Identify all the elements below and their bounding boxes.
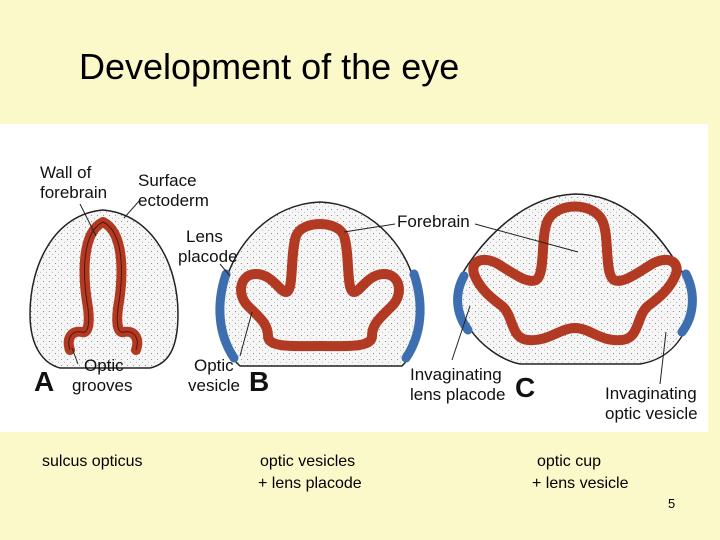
- label-lens-placode: Lens placode: [178, 227, 238, 266]
- caption-optic-cup: optic cup + lens vesicle: [532, 453, 629, 492]
- pointer-lines: [71, 199, 667, 385]
- panel-a-ectoderm: [29, 209, 179, 369]
- panel-c-lens-right: [677, 269, 697, 337]
- pointer-wall-of-forebrain: [79, 203, 97, 237]
- pointer-surface-ectoderm: [123, 199, 141, 219]
- panel-b-lens-placode-right: [401, 269, 425, 363]
- pointer-forebrain-b: [343, 223, 396, 233]
- panel-b-embryo: [215, 201, 425, 367]
- label-invaginating-optic-vesicle: Invaginating optic vesicle: [605, 384, 698, 423]
- slide-title: Development of the eye: [79, 46, 460, 87]
- page-number: 5: [668, 496, 676, 511]
- eye-development-diagram: [29, 193, 697, 385]
- label-surface-ectoderm: Surface ectoderm: [138, 171, 209, 210]
- panel-b-forebrain-wall: [236, 219, 404, 352]
- caption-optic-vesicles: optic vesicles + lens placode: [258, 453, 362, 492]
- pointer-invaginating-optic-vesicle: [659, 331, 667, 385]
- pointer-lens-placode: [219, 263, 231, 277]
- panel-c-embryo: [453, 193, 697, 365]
- panel-b-lens-placode-left: [215, 269, 239, 363]
- panel-letter-a: A: [34, 366, 55, 397]
- caption-sulcus-opticus: sulcus opticus: [42, 453, 143, 470]
- pointer-forebrain-c: [474, 223, 579, 253]
- label-optic-grooves: Optic grooves: [72, 356, 133, 395]
- panel-c-forebrain-wall: [468, 201, 682, 346]
- label-forebrain: Forebrain: [397, 212, 470, 231]
- pointer-optic-grooves: [71, 347, 79, 365]
- panel-a-embryo: [29, 209, 179, 369]
- label-optic-vesicle: Optic vesicle: [188, 356, 240, 395]
- panel-c-ectoderm: [458, 193, 693, 365]
- panel-c-lens-left: [453, 271, 473, 335]
- pointer-optic-vesicle: [239, 311, 253, 357]
- panel-letter-b: B: [249, 366, 270, 397]
- pointer-invaginating-lens-placode: [451, 305, 471, 361]
- label-invaginating-lens-placode: Invaginating lens placode: [410, 365, 506, 404]
- label-wall-of-forebrain: Wall of forebrain: [40, 163, 108, 202]
- panel-letter-c: C: [515, 372, 536, 403]
- eye-development-figure: Wall of forebrain Surface ectoderm Lens …: [0, 124, 708, 432]
